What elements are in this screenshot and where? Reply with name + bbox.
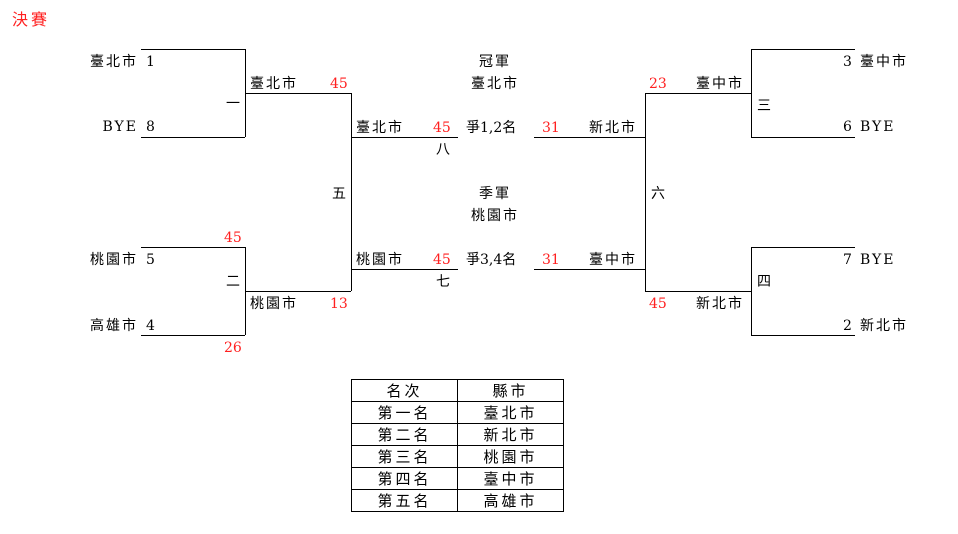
score: 13	[330, 296, 348, 312]
bracket-line	[751, 49, 752, 137]
match-label: 八	[436, 142, 452, 158]
bracket-line	[645, 291, 751, 292]
score: 45	[433, 120, 451, 136]
team-name: 臺中市	[696, 76, 744, 92]
seed-number: 4	[146, 318, 157, 334]
city-cell: 新北市	[457, 423, 564, 446]
seed-team: 新北市	[860, 318, 908, 334]
city-cell: 桃園市	[457, 445, 564, 468]
bracket-line	[645, 93, 751, 94]
rank-cell: 第五名	[351, 489, 458, 512]
match-label: 三	[757, 98, 773, 114]
bracket-line	[751, 247, 855, 248]
champion-team: 臺北市	[471, 76, 519, 92]
seed-team: 臺中市	[860, 54, 908, 70]
score: 31	[542, 252, 560, 268]
team-name: 新北市	[696, 296, 744, 312]
seed-number: 1	[146, 54, 157, 70]
match-label: 二	[226, 274, 242, 290]
seed-number: 5	[146, 252, 157, 268]
table-row: 第三名桃園市	[351, 445, 564, 468]
bracket-line	[351, 137, 458, 138]
bracket-line	[534, 269, 645, 270]
bracket-line	[751, 137, 855, 138]
score: 45	[330, 76, 348, 92]
seed-number: 3	[843, 54, 854, 70]
rank-cell: 第二名	[351, 423, 458, 446]
score: 45	[224, 230, 242, 246]
bracket-line	[751, 247, 752, 335]
rank-cell: 第一名	[351, 401, 458, 424]
bracket-line	[534, 137, 645, 138]
seed-team: BYE	[102, 119, 138, 135]
champion-label: 冠軍	[479, 54, 511, 70]
header-city: 縣市	[457, 379, 564, 402]
table-row: 第二名新北市	[351, 423, 564, 446]
team-name: 桃園市	[356, 252, 404, 268]
match-label: 五	[332, 186, 348, 202]
seed-team: BYE	[860, 119, 896, 135]
score: 26	[224, 340, 242, 356]
table-row: 第五名高雄市	[351, 489, 564, 512]
team-name: 臺北市	[356, 120, 404, 136]
seed-number: 8	[146, 119, 157, 135]
score: 23	[649, 76, 667, 92]
bracket-line	[245, 291, 351, 292]
bracket-line	[645, 93, 646, 291]
team-name: 桃園市	[250, 296, 298, 312]
bracket-line	[141, 137, 245, 138]
bracket-line	[751, 335, 855, 336]
bracket-line	[351, 269, 458, 270]
seed-number: 7	[843, 252, 854, 268]
page-title: 決賽	[12, 10, 51, 29]
bracket-line	[141, 49, 245, 50]
bracket-line	[351, 93, 352, 291]
third-place-label: 季軍	[479, 186, 511, 202]
score: 31	[542, 120, 560, 136]
match-label: 六	[651, 186, 667, 202]
team-name: 新北市	[589, 120, 637, 136]
ranking-table: 名次 縣市 第一名臺北市 第二名新北市 第三名桃園市 第四名臺中市 第五名高雄市	[351, 379, 564, 512]
bracket-line	[141, 335, 245, 336]
table-header-row: 名次 縣市	[351, 379, 564, 402]
score: 45	[433, 252, 451, 268]
bracket-line	[141, 247, 245, 248]
city-cell: 高雄市	[457, 489, 564, 512]
city-cell: 臺中市	[457, 467, 564, 490]
header-rank: 名次	[351, 379, 458, 402]
final-label: 爭1,2名	[466, 120, 517, 136]
third-match-label: 爭3,4名	[466, 252, 517, 268]
match-label: 四	[757, 274, 773, 290]
table-row: 第四名臺中市	[351, 467, 564, 490]
bracket-line	[245, 93, 351, 94]
rank-cell: 第三名	[351, 445, 458, 468]
match-label: 七	[436, 274, 452, 290]
team-name: 臺中市	[589, 252, 637, 268]
table-row: 第一名臺北市	[351, 401, 564, 424]
team-name: 臺北市	[250, 76, 298, 92]
seed-team: 臺北市	[90, 54, 138, 70]
seed-number: 2	[843, 318, 854, 334]
city-cell: 臺北市	[457, 401, 564, 424]
bracket-line	[751, 49, 855, 50]
rank-cell: 第四名	[351, 467, 458, 490]
seed-team: BYE	[860, 252, 896, 268]
match-label: 一	[226, 96, 242, 112]
seed-number: 6	[843, 119, 854, 135]
seed-team: 桃園市	[90, 252, 138, 268]
seed-team: 高雄市	[90, 318, 138, 334]
third-place-team: 桃園市	[471, 208, 519, 224]
score: 45	[649, 296, 667, 312]
